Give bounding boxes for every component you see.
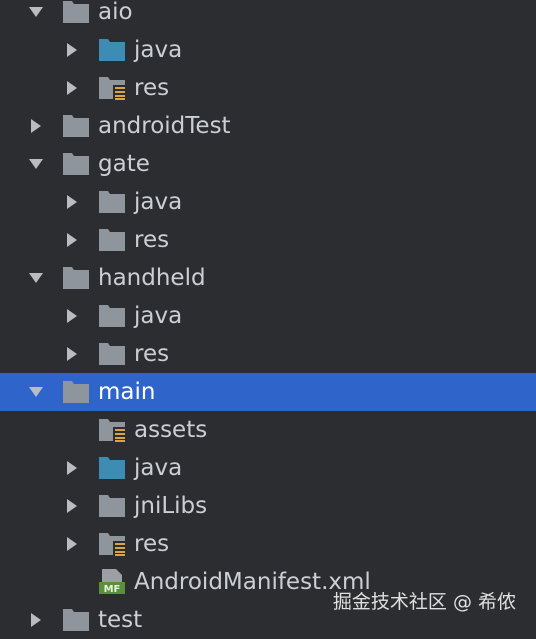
tree-item-res[interactable]: res bbox=[0, 69, 536, 107]
tree-item-label: res bbox=[134, 341, 170, 367]
tree-item-java[interactable]: java bbox=[0, 183, 536, 221]
tree-item-androidtest[interactable]: androidTest bbox=[0, 107, 536, 145]
tree-item-label: java bbox=[134, 455, 183, 481]
tree-item-main[interactable]: main bbox=[0, 373, 536, 411]
tree-item-label: test bbox=[98, 607, 143, 633]
manifest-badge: MF bbox=[104, 584, 121, 594]
tree-item-label: aio bbox=[98, 0, 133, 25]
watermark: 掘金技术社区 @ 希侬 bbox=[332, 591, 516, 613]
tree-item-label: AndroidManifest.xml bbox=[134, 569, 371, 595]
tree-item-res[interactable]: res bbox=[0, 335, 536, 373]
tree-item-label: jniLibs bbox=[134, 493, 208, 519]
tree-item-label: handheld bbox=[98, 265, 206, 291]
tree-item-jnilibs[interactable]: jniLibs bbox=[0, 487, 536, 525]
tree-item-handheld[interactable]: handheld bbox=[0, 259, 536, 297]
tree-item-label: assets bbox=[134, 417, 208, 443]
tree-item-java[interactable]: java bbox=[0, 31, 536, 69]
tree-item-label: res bbox=[134, 227, 170, 253]
tree-item-label: gate bbox=[98, 151, 150, 177]
tree-item-label: res bbox=[134, 531, 170, 557]
tree-item-label: java bbox=[134, 37, 183, 63]
tree-item-java[interactable]: java bbox=[0, 449, 536, 487]
tree-item-res[interactable]: res bbox=[0, 525, 536, 563]
tree-item-java[interactable]: java bbox=[0, 297, 536, 335]
tree-item-gate[interactable]: gate bbox=[0, 145, 536, 183]
tree-item-assets[interactable]: assets bbox=[0, 411, 536, 449]
tree-item-label: java bbox=[134, 303, 183, 329]
tree-item-label: main bbox=[98, 379, 156, 405]
tree-item-res[interactable]: res bbox=[0, 221, 536, 259]
tree-item-test[interactable]: test bbox=[0, 601, 536, 639]
tree-item-label: java bbox=[134, 189, 183, 215]
tree-item-aio[interactable]: aio bbox=[0, 0, 536, 31]
tree-item-androidmanifest-xml[interactable]: MF AndroidManifest.xml bbox=[0, 563, 536, 601]
tree-item-label: androidTest bbox=[98, 113, 231, 139]
tree-item-label: res bbox=[134, 75, 170, 101]
